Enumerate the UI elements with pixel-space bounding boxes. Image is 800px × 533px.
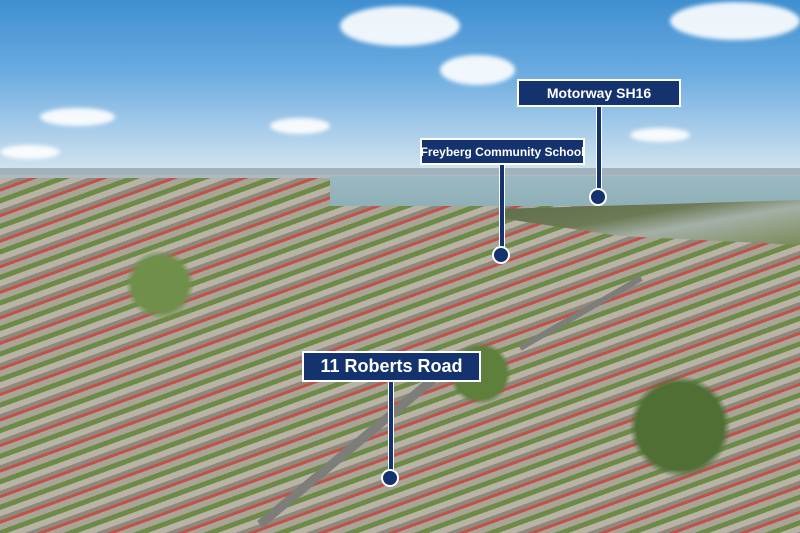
cloud <box>670 2 800 40</box>
motorway-label: Motorway SH16 <box>517 79 681 107</box>
cloud <box>40 108 115 126</box>
school-stem <box>499 165 505 248</box>
school-pin-icon <box>492 246 510 264</box>
cloud <box>0 145 60 159</box>
motorway-label-text: Motorway SH16 <box>546 85 652 101</box>
school-label-text: Freyberg Community School <box>420 144 585 159</box>
property-pin-icon <box>381 469 399 487</box>
cloud <box>630 128 690 142</box>
property-label-text: 11 Roberts Road <box>320 356 463 376</box>
cloud <box>440 55 515 85</box>
property-label: 11 Roberts Road <box>302 351 481 382</box>
cloud <box>270 118 330 134</box>
cloud <box>340 6 460 46</box>
motorway-pin-icon <box>589 188 607 206</box>
property-stem <box>388 382 394 470</box>
harbour <box>330 176 800 206</box>
horizon <box>0 168 800 178</box>
school-label: Freyberg Community School <box>420 138 585 165</box>
motorway-stem <box>596 107 602 191</box>
